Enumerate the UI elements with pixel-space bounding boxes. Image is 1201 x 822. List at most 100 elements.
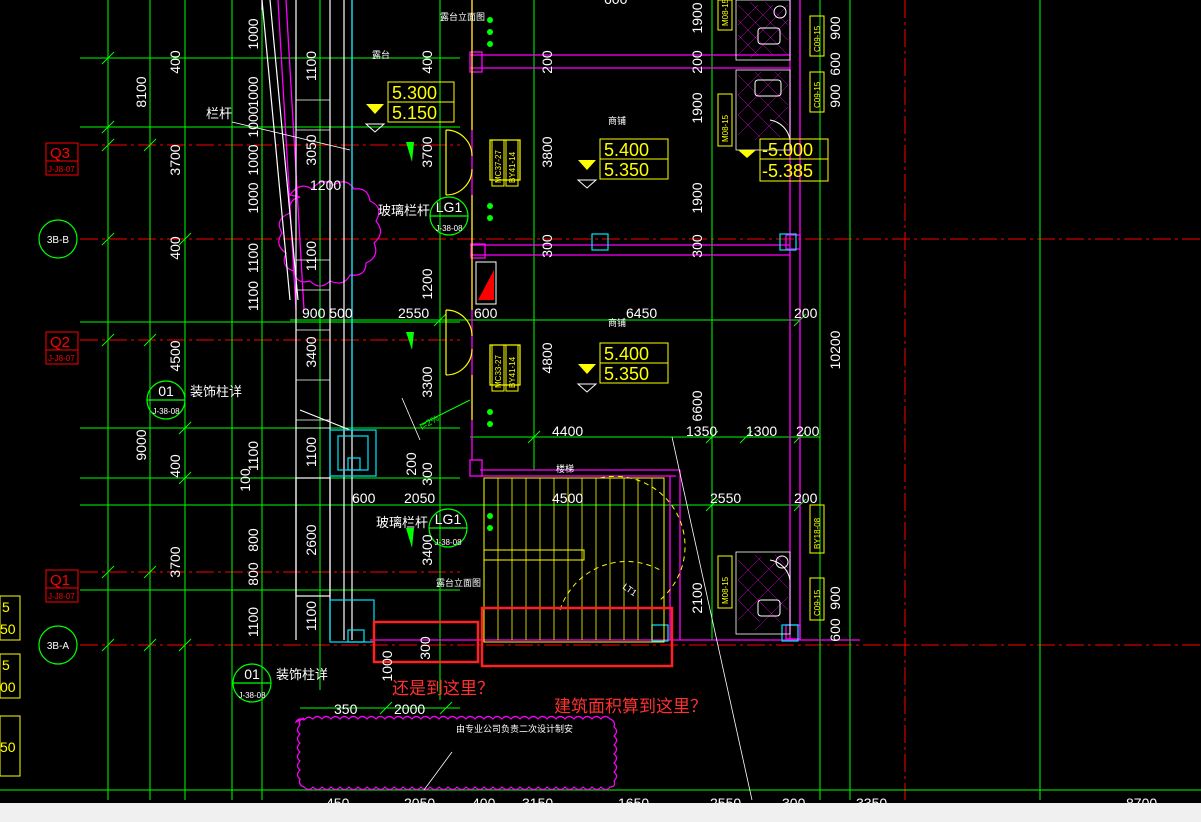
dim-c5-3400: 3400 <box>419 534 435 565</box>
fixtures <box>754 5 791 617</box>
label-deco-col-1: 装饰柱详 <box>190 384 242 399</box>
dim-e-1900b: 1900 <box>689 92 705 123</box>
dim-e-2550: 2550 <box>710 490 741 506</box>
door-tag-c09-3: C09-15 <box>813 589 822 616</box>
dim-r-2050: 2050 <box>404 490 435 506</box>
dimension-ticks <box>101 51 807 715</box>
dim-e-200: 200 <box>689 50 705 74</box>
dim-f-600a: 600 <box>827 52 843 76</box>
dim-f-900a: 900 <box>827 16 843 40</box>
door-tag-b18: BY18-08 <box>813 517 822 549</box>
dim-m-4400: 4400 <box>552 423 583 439</box>
dim-m-4500: 4500 <box>552 490 583 506</box>
dim-c4-1100c: 1100 <box>303 437 319 467</box>
label-terrace-elev-bottom: 露台立面图 <box>436 577 481 588</box>
north-arrows <box>406 17 493 548</box>
column-elements <box>329 0 799 643</box>
revision-cloud-bottom <box>294 715 618 791</box>
dim-c4-3050: 3050 <box>303 134 319 165</box>
dim-bot-1000: 1000 <box>379 650 395 681</box>
dim-e-2100: 2100 <box>689 582 705 613</box>
dim-c3-1000d: 1000 <box>245 144 261 175</box>
dim-c4-2600: 2600 <box>303 524 319 555</box>
lg1-ref-2: J-38-08 <box>434 538 462 547</box>
dim-c2-400b: 400 <box>167 236 183 260</box>
axis-q1: Q1 <box>50 572 70 589</box>
dim-left-3700b: 3700 <box>167 546 183 577</box>
dim-f-900b: 900 <box>827 84 843 108</box>
dim-c5-200: 200 <box>403 452 419 476</box>
lg1-label-2: LG1 <box>435 511 462 527</box>
level-shop1-bottom: 5.350 <box>604 160 649 180</box>
dim-c4-1100d: 1100 <box>303 601 319 631</box>
label-deco-col-2: 装饰柱详 <box>276 667 328 682</box>
dim-c5-1200: 1200 <box>419 268 435 299</box>
dim-c5-3700: 3700 <box>419 136 435 167</box>
axis-bubbles <box>38 196 469 703</box>
dim-c3-1000b: 1000 <box>245 76 261 107</box>
edge-num-2: 50 <box>0 621 16 637</box>
lg1-label-1: LG1 <box>436 199 463 215</box>
axis-b: 3B-B <box>47 235 70 246</box>
door-tag-1: MC37-27 <box>494 150 503 183</box>
dim-e-1900c: 1900 <box>689 182 705 213</box>
fire-door-mark <box>478 270 494 300</box>
dim-c3-1100c: 1100 <box>245 441 261 471</box>
dim-c2-400c: 400 <box>167 454 183 478</box>
label-stair: 楼梯 <box>556 463 574 474</box>
dim-c3-1100b: 1100 <box>245 281 261 311</box>
dim-c3-1100a: 1100 <box>245 243 261 273</box>
edge-num-1: 5 <box>2 599 10 615</box>
dim-e-200d: 200 <box>794 490 818 506</box>
deco-col-ref-1: J-38-08 <box>152 407 180 416</box>
edge-num-5: 50 <box>0 739 16 755</box>
q-label-boxes <box>45 142 79 603</box>
axis-a: 3B-A <box>47 641 70 652</box>
door-tag-2b: BY41-14 <box>508 356 517 388</box>
door-tag-c09-2: C09-15 <box>813 81 822 108</box>
dim-r-900-500: 900 500 <box>302 305 353 321</box>
dimension-lines <box>0 0 1201 800</box>
axis-q3-ref: J-J8-07 <box>48 165 75 174</box>
dim-e-1300: 1300 <box>746 423 777 439</box>
dim-c4-1100a: 1100 <box>303 51 319 81</box>
door-tag-m08-2: M08-15 <box>721 114 730 142</box>
dim-e-1350: 1350 <box>686 423 717 439</box>
dim-f-10200: 10200 <box>827 330 843 369</box>
dim-c3-800b: 800 <box>245 562 261 586</box>
level-shop1-top: 5.400 <box>604 140 649 160</box>
level-boxes <box>387 81 829 384</box>
leader-lines <box>231 121 753 801</box>
level-terrace-bottom: 5.150 <box>392 103 437 123</box>
dim-r-1200: 1200 <box>310 177 341 193</box>
dim-c3-1100d: 1100 <box>245 607 261 637</box>
doors <box>445 0 521 420</box>
deco-col-num-2: 01 <box>244 666 260 682</box>
deco-col-ref-2: J-38-08 <box>238 691 266 700</box>
dim-e-200c: 200 <box>796 423 820 439</box>
level-terrace-top: 5.300 <box>392 83 437 103</box>
dim-c3-800a: 800 <box>245 528 261 552</box>
dim-r-2550: 2550 <box>398 305 429 321</box>
dim-c3-1000a: 1000 <box>245 18 261 49</box>
dim-c5-3300: 3300 <box>419 366 435 397</box>
label-note-bottom: 由专业公司负责二次设计制安 <box>456 723 573 734</box>
label-glass-railing-2: 玻璃栏杆 <box>376 515 428 530</box>
door-tag-1b: BY41-14 <box>508 151 517 183</box>
dim-m-300: 300 <box>539 234 555 258</box>
toilet-hatch <box>737 1 789 631</box>
door-tags <box>491 0 825 621</box>
dim-e-6600: 6600 <box>689 390 705 421</box>
dim-c3-100: 100 <box>237 468 253 492</box>
dim-r-600b: 600 <box>352 490 376 506</box>
dim-c4-1100b: 1100 <box>303 241 319 271</box>
level-right-top: -5.000 <box>762 140 813 160</box>
highlight-boxes <box>372 606 674 668</box>
dim-f-600b: 600 <box>827 618 843 642</box>
label-terrace: 露台 <box>372 49 390 60</box>
dim-c3-1000c: 1000 <box>245 106 261 137</box>
dim-left-8100: 8100 <box>133 76 149 107</box>
label-terrace-elev-top: 露台立面图 <box>440 11 485 22</box>
wall-hatch <box>296 99 330 429</box>
